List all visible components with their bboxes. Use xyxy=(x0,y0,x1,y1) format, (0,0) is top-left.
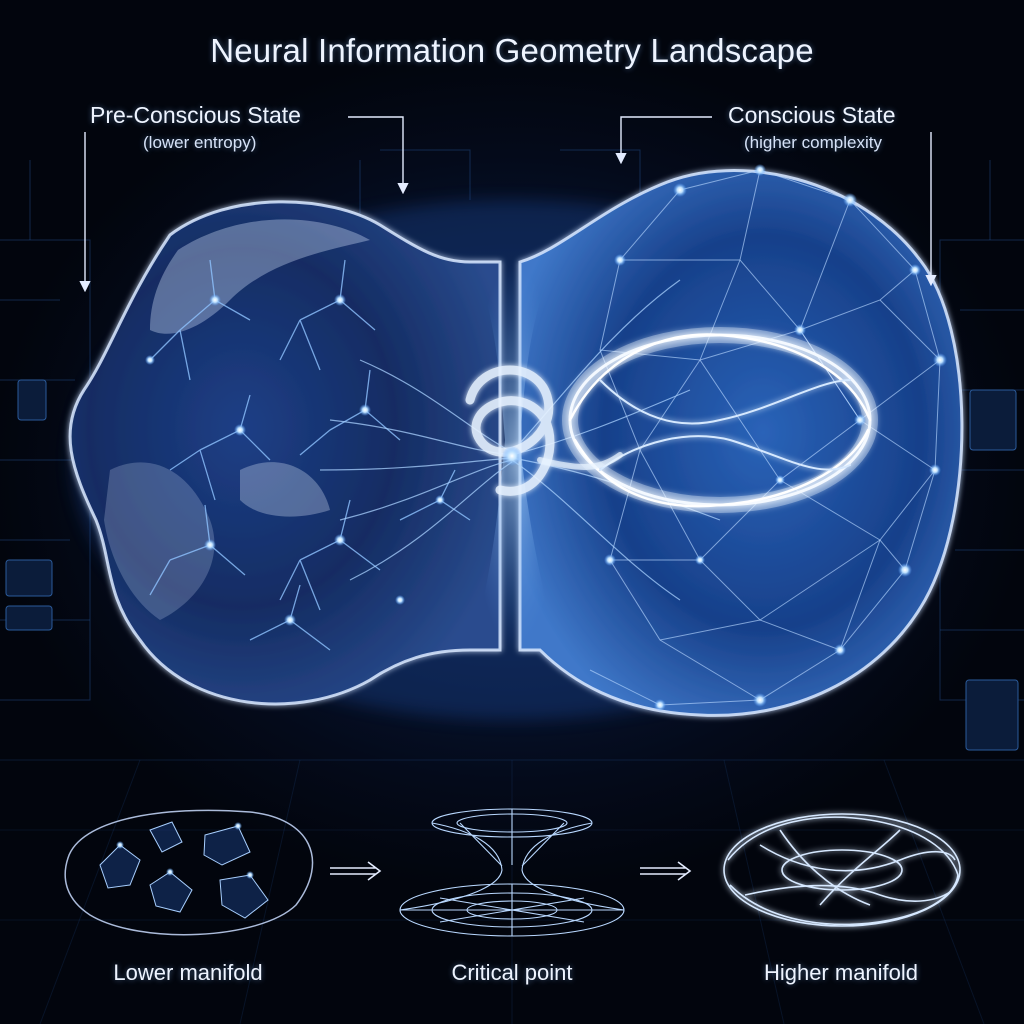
annotation-leaders xyxy=(79,116,937,293)
stage-arrow-2 xyxy=(640,861,692,881)
left-state-title: Pre-Conscious State xyxy=(90,102,301,128)
glowing-nodes xyxy=(145,164,947,711)
left-state-leader-arrow xyxy=(348,116,409,195)
right-state-subtitle: (higher complexity xyxy=(744,133,882,152)
left-state-subtitle: (lower entropy) xyxy=(143,133,257,152)
stage-label-lower-manifold: Lower manifold xyxy=(113,960,263,985)
stage-label-higher-manifold: Higher manifold xyxy=(763,960,919,985)
stage-lower-manifold-figure xyxy=(64,809,314,936)
right-state-leader-arrow xyxy=(615,116,712,165)
right-state-title: Conscious State xyxy=(728,102,896,128)
background-console-panels xyxy=(5,379,1019,751)
braided-torus xyxy=(537,327,878,513)
stage-transition-arrows xyxy=(330,861,692,881)
central-knot xyxy=(465,365,555,496)
neck-threads xyxy=(319,279,721,601)
stage-higher-manifold-figure xyxy=(723,813,961,927)
stage-arrow-1 xyxy=(330,861,382,881)
pre-conscious-manifold xyxy=(68,200,502,706)
stage-critical-point-figure xyxy=(399,808,625,937)
stage-label-critical-point: Critical point xyxy=(451,960,573,985)
page-title: Neural Information Geometry Landscape xyxy=(210,32,814,69)
